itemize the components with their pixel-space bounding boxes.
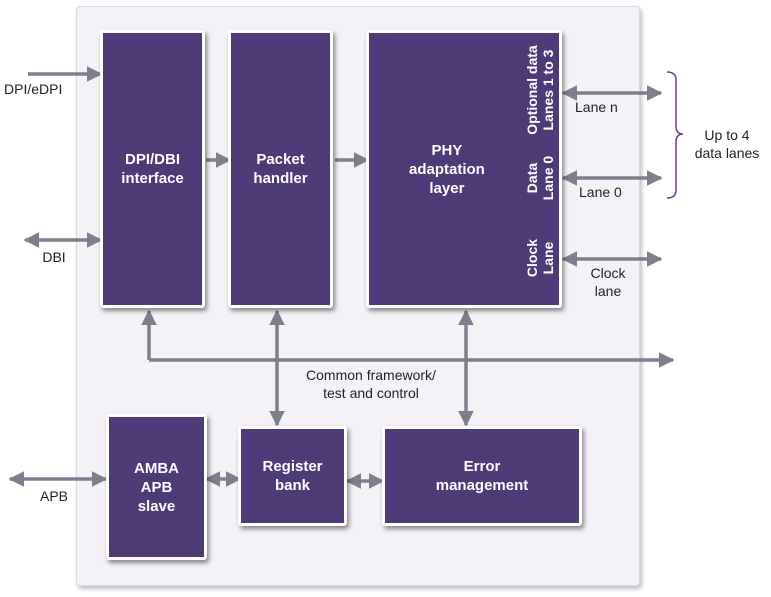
clock-lane-label: Clock lane — [590, 265, 626, 299]
dpi-dbi-interface-block: DPI/DBI interface — [100, 30, 205, 308]
data-lane-0-label: Data Lane 0 — [524, 155, 556, 201]
dpi-edpi-label: DPI/eDPI — [4, 81, 63, 97]
apb-label: APB — [39, 488, 68, 504]
packet-handler-block: Packet handler — [228, 30, 333, 308]
up-to-4-data-lanes-label: Up to 4 data lanes — [694, 127, 760, 161]
lane-n-label: Lane n — [575, 99, 618, 115]
dbi-label: DBI — [42, 249, 66, 265]
lane-0-label: Lane 0 — [579, 184, 622, 200]
error-management-block: Error management — [382, 426, 582, 526]
clock-lane-inner-label: Clock Lane — [524, 238, 556, 278]
register-bank-block: Register bank — [238, 426, 347, 526]
common-framework-label: Common framework/ test and control — [306, 367, 436, 401]
optional-data-lanes-label: Optional data Lanes 1 to 3 — [524, 45, 556, 135]
lanes-bracket — [666, 71, 684, 199]
phy-adaptation-block: PHY adaptation layer — [366, 30, 562, 308]
phy-block-label: PHY adaptation layer — [409, 141, 485, 197]
amba-apb-slave-block: AMBA APB slave — [106, 414, 207, 560]
